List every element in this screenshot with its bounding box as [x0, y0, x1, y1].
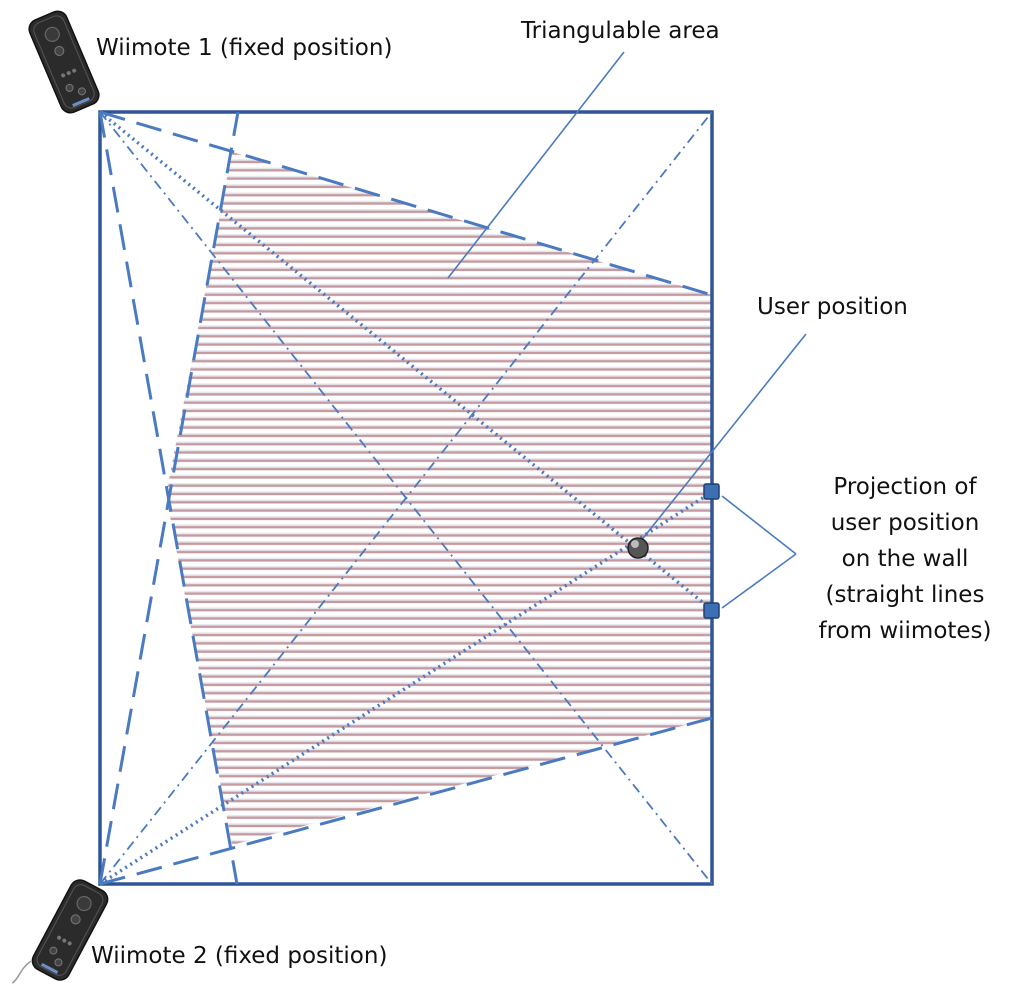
projection-label-line: Projection of	[833, 474, 977, 500]
fov-w2-left-edge	[98, 111, 240, 885]
projection-dotted-lines	[98, 110, 714, 886]
leader-projection-upper	[721, 495, 797, 555]
projection-label-line: on the wall	[842, 546, 969, 572]
projection-line-w2	[99, 490, 713, 886]
user-position-label: User position	[757, 294, 908, 320]
leader-user-position	[639, 333, 807, 543]
wii-remote-icon	[11, 879, 109, 984]
projection-label: Projection of user position on the wall …	[818, 474, 991, 644]
wii-remote-icon	[28, 10, 100, 114]
projection-marker-lower	[703, 602, 720, 619]
projection-marker-upper	[703, 483, 720, 500]
user-position-marker-icon	[627, 537, 649, 559]
field-of-view-lines	[98, 110, 713, 886]
leader-triangulable-area	[447, 51, 625, 279]
diagonal-w2-to-top-right	[99, 111, 713, 885]
diagonal-lines	[99, 111, 713, 885]
leader-lines	[447, 51, 807, 609]
fov-w2-bottom-edge	[99, 716, 713, 886]
projection-label-line: user position	[831, 510, 980, 536]
wiimote1-label: Wiimote 1 (fixed position)	[96, 35, 392, 61]
projection-label-line: (straight lines	[826, 582, 985, 608]
projection-label-line: from wiimotes)	[818, 618, 991, 644]
triangulable-area	[166, 152, 712, 845]
fov-w1-top-edge	[99, 110, 713, 297]
leader-projection-lower	[721, 553, 797, 609]
wiimote2-label: Wiimote 2 (fixed position)	[91, 943, 387, 969]
triangulable-area-label: Triangulable area	[520, 18, 720, 44]
